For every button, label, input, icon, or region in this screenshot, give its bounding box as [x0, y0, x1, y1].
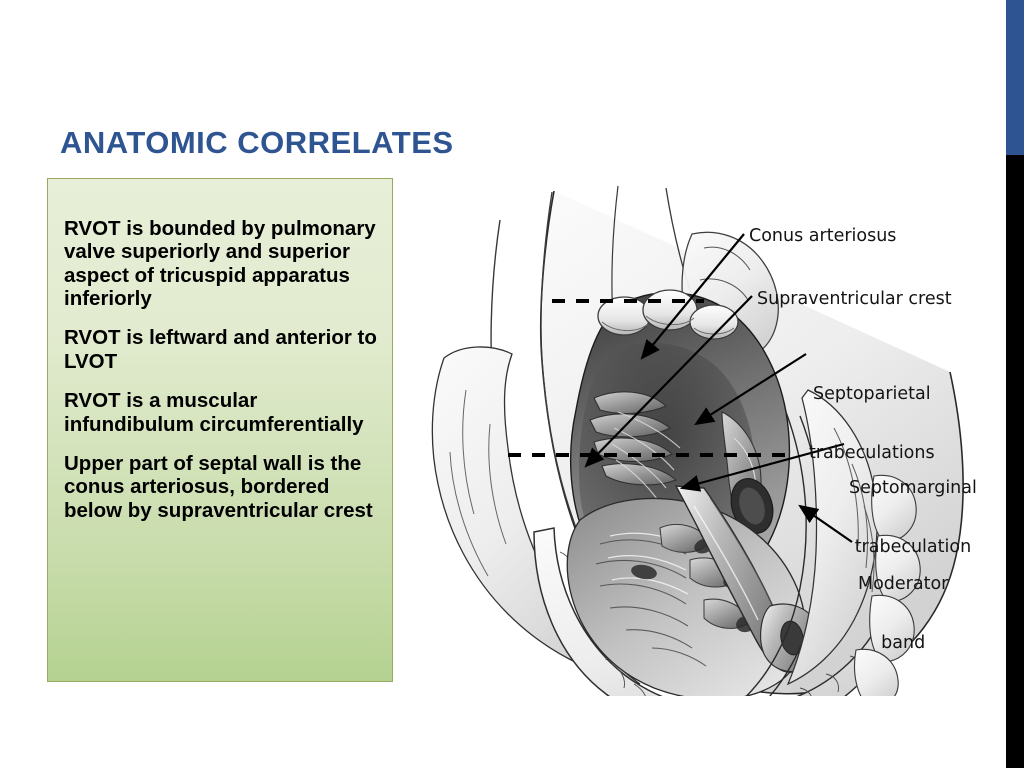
anat-label-line-2: band — [881, 632, 926, 653]
anat-label-line-2: trabeculations — [809, 442, 935, 463]
page-title: ANATOMIC CORRELATES — [60, 125, 454, 160]
right-edge-black-bar — [1006, 155, 1024, 768]
anat-label-line-1: Septoparietal — [812, 384, 931, 405]
leader-line-septomarginal — [679, 442, 845, 492]
leader-line-moderator — [798, 504, 853, 543]
leader-line-conus — [640, 233, 745, 360]
anat-label-septomarginal-trabeculation: Septomarginal trabeculation — [849, 440, 977, 597]
anat-label-conus-arteriosus: Conus arteriosus — [749, 226, 897, 246]
content-text-box: RVOT is bounded by pulmonary valve super… — [47, 178, 393, 682]
leader-line-septoparietal — [694, 353, 807, 426]
right-edge-blue-bar — [1006, 0, 1024, 155]
anat-label-line-1: Moderator — [858, 574, 949, 595]
anat-label-moderator-band: Moderator band — [858, 536, 948, 693]
leader-lines — [584, 233, 853, 543]
heart-anatomy-illustration — [404, 176, 1004, 696]
list-item: RVOT is leftward and anterior to LVOT — [64, 326, 377, 373]
heart-diagram-svg — [431, 185, 964, 696]
list-item: RVOT is a muscular infundibulum circumfe… — [64, 389, 364, 436]
anat-label-line-1: Septomarginal — [849, 478, 977, 499]
anat-label-supraventricular-crest: Supraventricular crest — [757, 289, 952, 309]
anat-label-septoparietal-trabeculations: Septoparietal trabeculations — [809, 346, 935, 503]
bullet-list: RVOT is bounded by pulmonary valve super… — [64, 217, 380, 522]
list-item: Upper part of septal wall is the conus a… — [64, 451, 373, 522]
list-item: RVOT is bounded by pulmonary valve super… — [64, 217, 376, 311]
anat-label-line-2: trabeculation — [854, 536, 972, 557]
leader-line-supraventricular — [584, 295, 753, 468]
